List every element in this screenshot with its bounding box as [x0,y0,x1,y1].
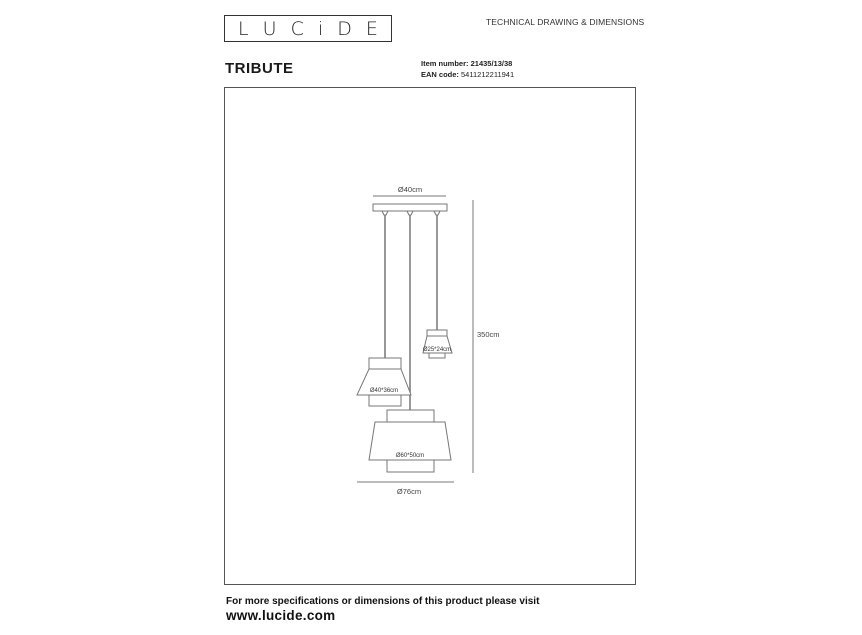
medium-shade-label: Ø40*36cm [370,388,398,394]
logo-letter: D [337,17,352,40]
total-width-label: Ø76cm [397,487,421,496]
logo-letter: U [262,17,277,40]
small-shade-label: Ø25*24cm [423,347,451,353]
ean-row: EAN code: 5411212211941 [421,69,514,80]
canopy-width-label: Ø40cm [398,185,422,194]
small-shade [422,335,453,354]
ean-value: 5411212211941 [461,70,515,79]
product-title: TRIBUTE [225,60,294,77]
website-link[interactable]: www.lucide.com [226,608,336,623]
logo-letter: E [365,17,378,40]
document-type: TECHNICAL DRAWING & DIMENSIONS [486,17,645,27]
product-meta: Item number: 21435/13/38 EAN code: 54112… [421,58,514,80]
ean-label: EAN code: [421,70,459,79]
medium-shade [356,368,412,396]
logo-letter: L [238,17,249,40]
item-number-label: Item number: [421,59,469,68]
item-number-row: Item number: 21435/13/38 [421,58,514,69]
item-number-value: 21435/13/38 [470,59,513,68]
logo-letter: C [290,17,304,40]
logo-letter: I [317,17,324,40]
large-shade [368,421,452,461]
canopy [372,203,448,212]
lucide-logo: L U C I D E [224,15,392,42]
drawing-frame [224,87,636,585]
height-label: 350cm [477,330,500,339]
footer-text: For more specifications or dimensions of… [226,596,540,607]
large-shade-label: Ø60*50cm [396,453,424,459]
